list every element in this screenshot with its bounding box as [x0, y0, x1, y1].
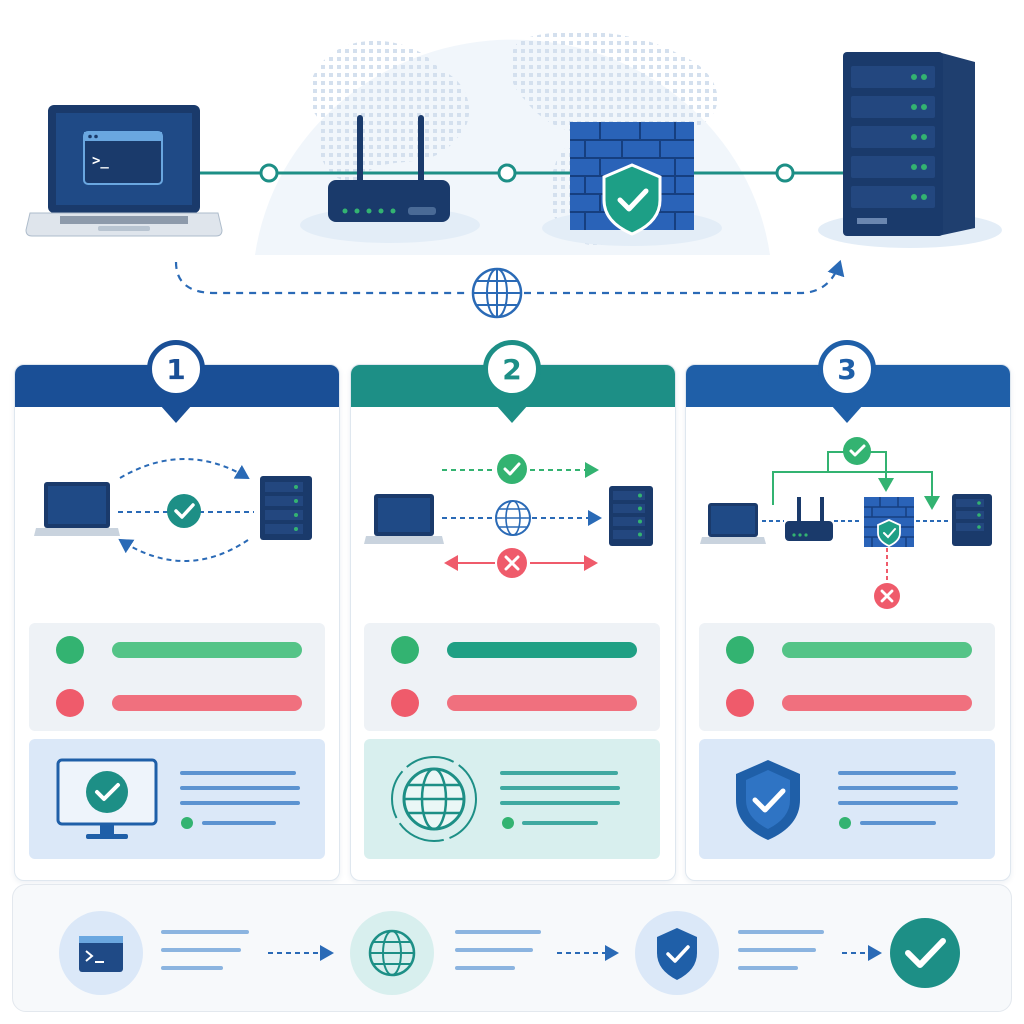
firewall-icon: [542, 122, 722, 246]
server-icon: [952, 494, 992, 546]
status-dot-success: [56, 636, 84, 664]
server-icon: [260, 476, 312, 540]
terminal-prompt: >_: [92, 153, 109, 169]
cross-icon: [497, 548, 527, 578]
step-number-1: 1: [147, 340, 205, 398]
monitor-icon: [56, 758, 158, 839]
terminal-icon: [59, 911, 143, 995]
shield-icon: [602, 163, 662, 236]
shield-icon: [736, 760, 800, 840]
status-dot-error: [56, 689, 84, 717]
dashed-arrow: [118, 538, 249, 562]
card-pointer: [496, 405, 528, 423]
status-dot-error: [391, 689, 419, 717]
connection-node: [497, 163, 517, 183]
status-bar-error: [112, 695, 302, 711]
shield-icon: [635, 911, 719, 995]
status-panel-3: [699, 623, 995, 731]
laptop-icon: [700, 503, 766, 544]
status-panel-1: [29, 623, 325, 731]
info-panel-3: [699, 739, 995, 859]
status-bar-success: [447, 642, 637, 658]
cross-icon: [874, 583, 900, 609]
firewall-icon: [864, 497, 914, 547]
step-number-2: 2: [483, 340, 541, 398]
status-dot-success: [391, 636, 419, 664]
info-panel-2: [364, 739, 660, 859]
status-dot-success: [726, 636, 754, 664]
laptop-icon: [34, 482, 120, 536]
connection-node: [775, 163, 795, 183]
globe-icon: [391, 756, 477, 842]
globe-icon: [350, 911, 434, 995]
status-bar-error: [782, 695, 972, 711]
check-icon: [890, 918, 960, 988]
laptop-icon: [364, 494, 444, 544]
card-pointer: [831, 405, 863, 423]
router-icon: [300, 115, 480, 243]
laptop-icon: >_: [25, 105, 223, 237]
status-bar-error: [447, 695, 637, 711]
dashed-arrow: [119, 458, 250, 480]
status-panel-2: [364, 623, 660, 731]
router-icon: [785, 497, 833, 541]
info-panel-1: [29, 739, 325, 859]
internet-route: [174, 262, 840, 295]
server-icon: [818, 52, 1002, 248]
globe-icon: [495, 500, 531, 536]
check-icon: [167, 494, 201, 528]
card-pointer: [160, 405, 192, 423]
allowed-route: [772, 471, 940, 510]
server-icon: [609, 486, 653, 546]
step-number-3: 3: [818, 340, 876, 398]
check-icon: [497, 454, 527, 484]
status-bar-success: [782, 642, 972, 658]
check-icon: [843, 437, 871, 465]
status-bar-success: [112, 642, 302, 658]
connection-node: [259, 163, 279, 183]
status-dot-error: [726, 689, 754, 717]
globe-icon: [471, 267, 523, 319]
